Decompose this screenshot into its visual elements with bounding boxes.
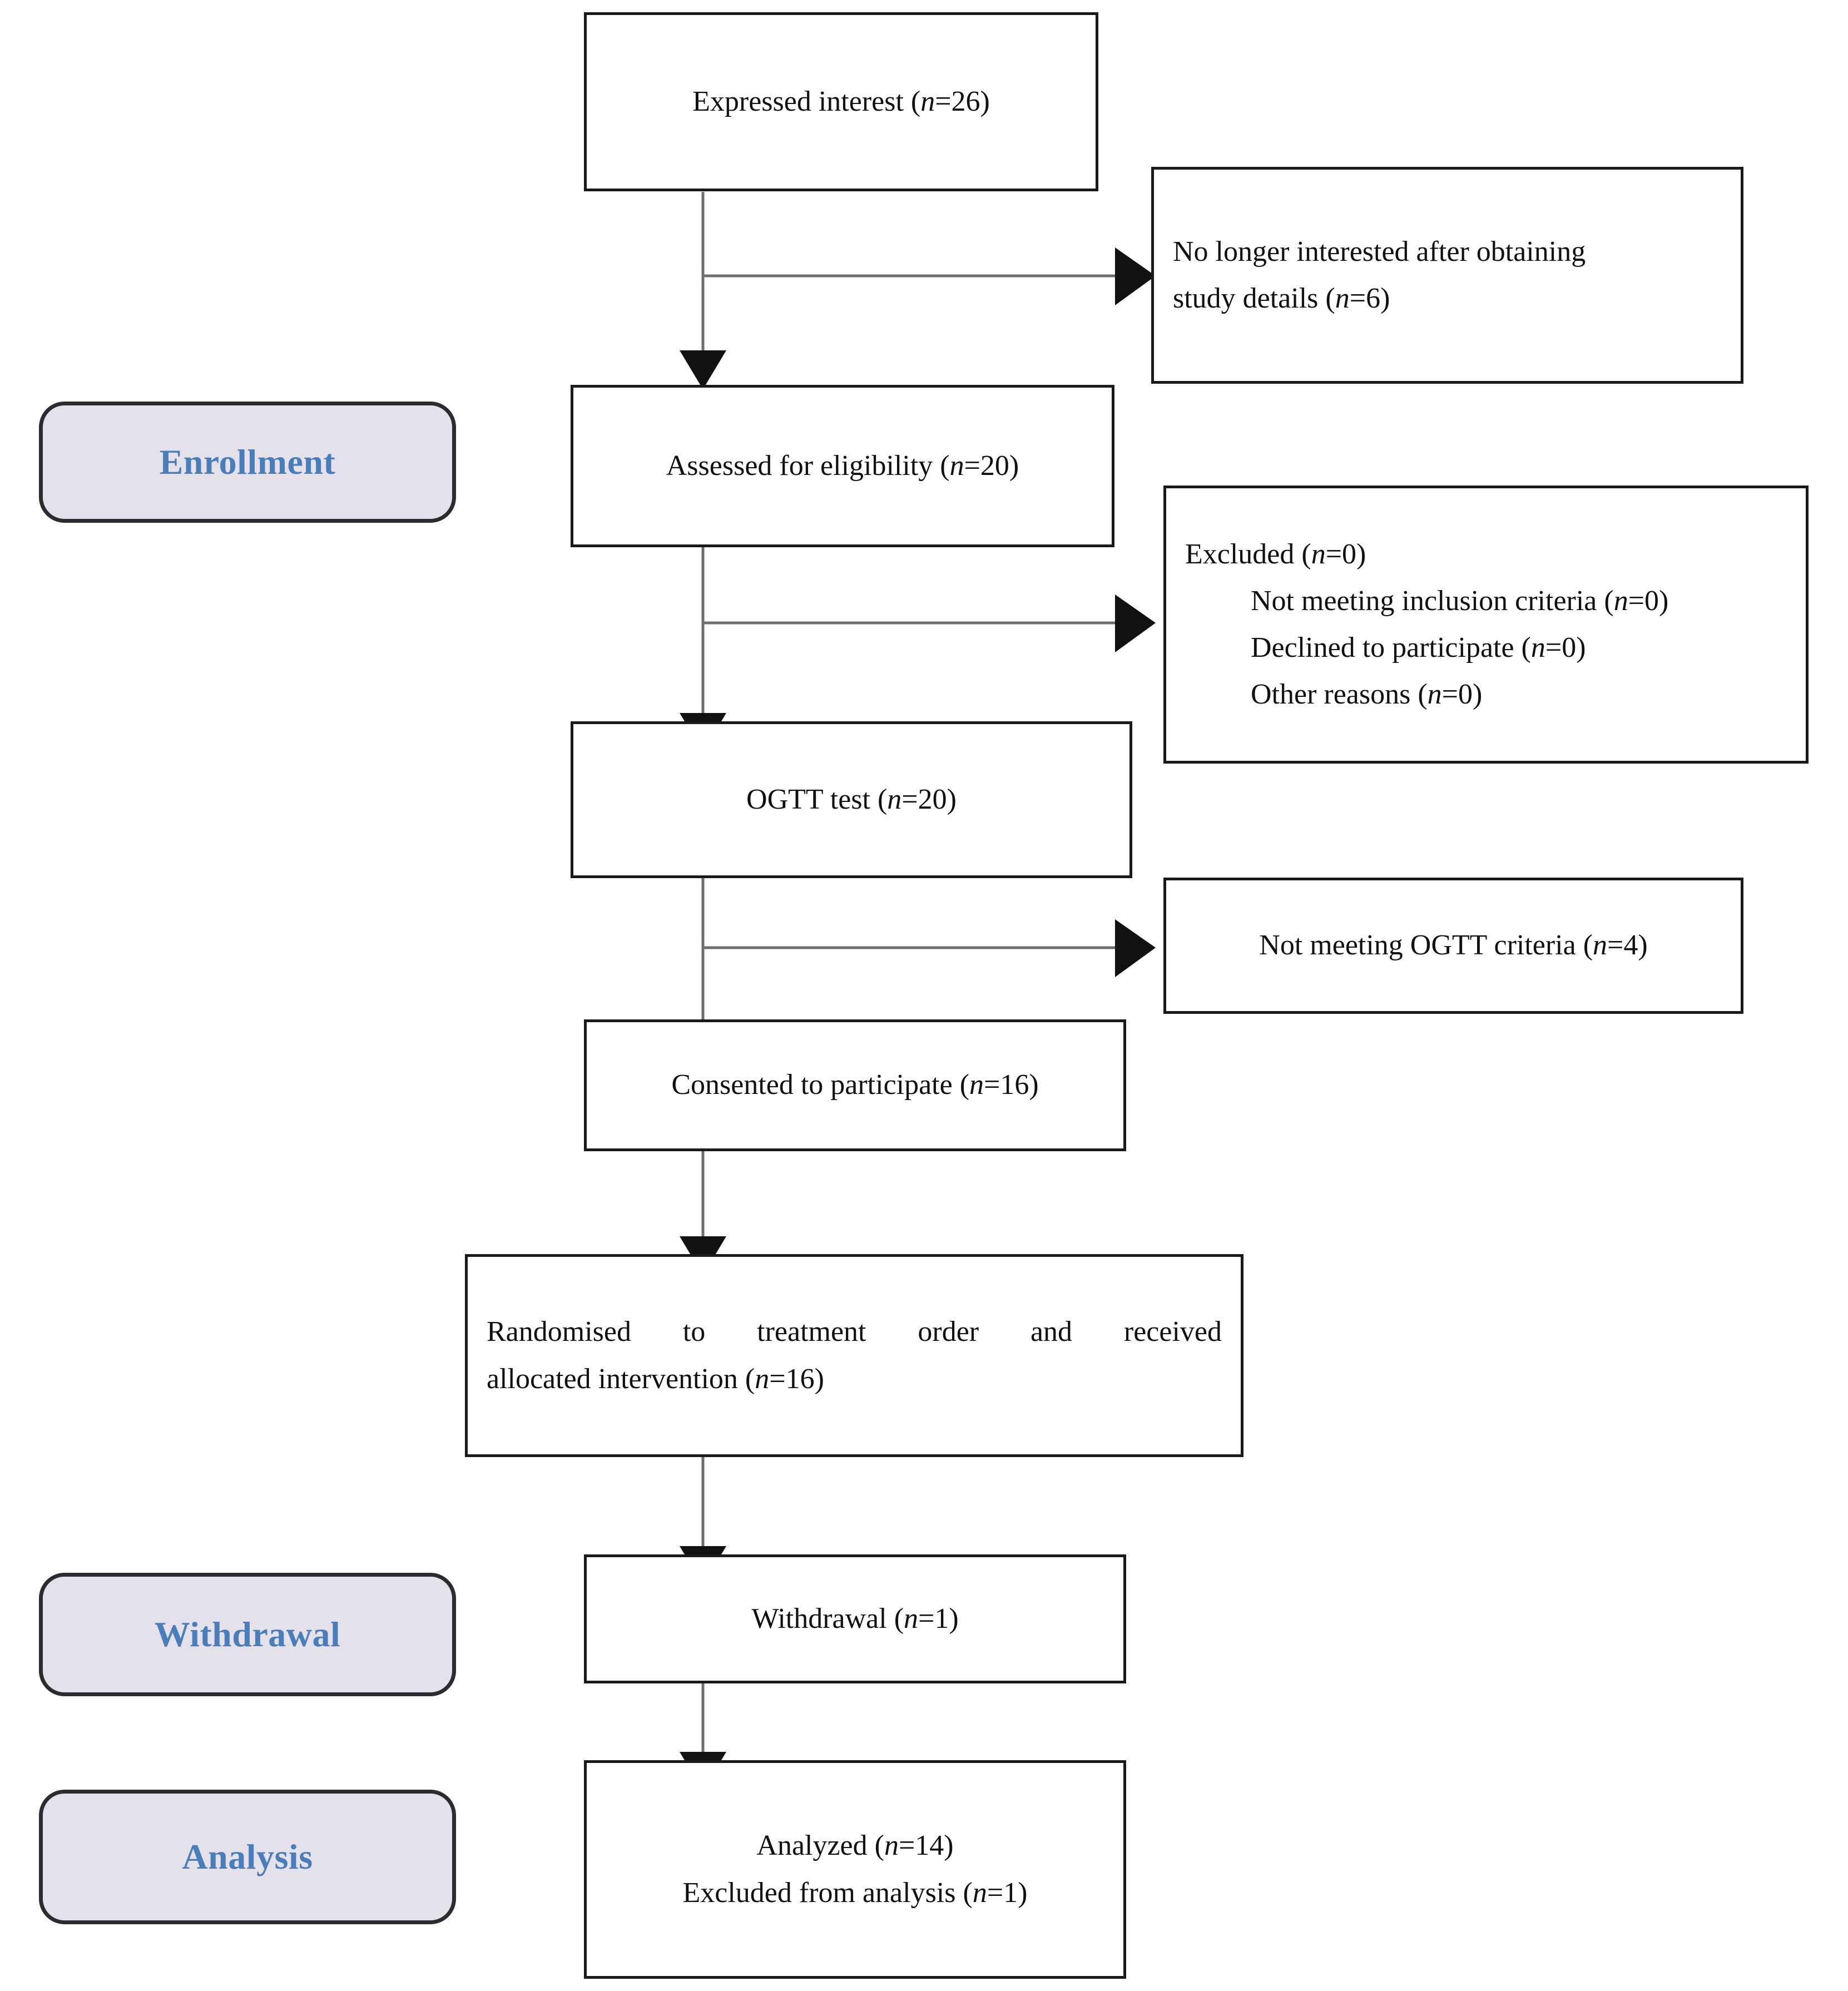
stage-label-analysis: Analysis <box>39 1790 456 1924</box>
box-expressed-interest-n-value: =26) <box>935 85 990 117</box>
arrowhead-right-1 <box>1115 247 1156 305</box>
arrowhead-right-3 <box>1115 919 1156 977</box>
box-excluded-item-0: Not meeting inclusion criteria (n=0) <box>1185 578 1787 625</box>
box-randomised-line1: Randomised to treatment order and receiv… <box>487 1316 1222 1348</box>
box-excluded-item-0-post: =0) <box>1628 585 1669 617</box>
box-expressed-interest-n-symbol: n <box>920 85 935 117</box>
box-excluded-item-1-post: =0) <box>1545 632 1586 663</box>
box-randomised: Randomised to treatment order and receiv… <box>465 1254 1243 1457</box>
box-analysis-line2-n: n <box>972 1876 987 1909</box>
stage-label-analysis-text: Analysis <box>182 1837 313 1876</box>
box-consented-text-pre: Consented to participate ( <box>671 1069 970 1101</box>
box-excluded-item-1-pre: Declined to participate ( <box>1251 632 1531 663</box>
box-excluded-item-2-n: n <box>1427 678 1442 711</box>
box-excluded-item-1: Declined to participate (n=0) <box>1185 625 1787 671</box>
box-no-longer-interested-line2-post: =6) <box>1349 283 1390 314</box>
box-ogtt-test-n-value: =20) <box>901 783 957 815</box>
stage-label-enrollment-text: Enrollment <box>159 442 336 482</box>
box-excluded-item-1-n: n <box>1530 632 1545 663</box>
box-assessed-eligibility: Assessed for eligibility (n=20) <box>571 385 1114 547</box>
box-no-longer-interested: No longer interested after obtaining stu… <box>1151 167 1743 384</box>
box-analysis-line1-n: n <box>884 1830 899 1862</box>
box-withdrawal: Withdrawal (n=1) <box>584 1554 1126 1683</box>
stage-label-enrollment: Enrollment <box>39 402 456 523</box>
box-ogtt-test-n-symbol: n <box>887 783 902 815</box>
box-expressed-interest: Expressed interest (n=26) <box>584 12 1098 191</box>
box-consented-n-value: =16) <box>984 1069 1039 1101</box>
box-assessed-eligibility-n-value: =20) <box>964 449 1019 482</box>
box-randomised-line2-pre: allocated intervention ( <box>487 1363 755 1395</box>
box-analysis-line2: Excluded from analysis (n=1) <box>606 1870 1104 1916</box>
box-excluded-heading: Excluded (n=0) <box>1185 531 1787 578</box>
box-withdrawal-text-pre: Withdrawal ( <box>751 1602 904 1635</box>
box-randomised-n-symbol: n <box>755 1363 770 1395</box>
box-excluded-item-2-pre: Other reasons ( <box>1251 678 1428 711</box>
box-not-meeting-ogtt-pre: Not meeting OGTT criteria ( <box>1259 929 1593 962</box>
box-analysis-line2-pre: Excluded from analysis ( <box>682 1876 973 1909</box>
box-assessed-eligibility-n-symbol: n <box>949 449 964 482</box>
box-consented-n-symbol: n <box>969 1069 984 1101</box>
box-excluded: Excluded (n=0) Not meeting inclusion cri… <box>1163 486 1809 764</box>
box-analysis-line1: Analyzed (n=14) <box>606 1822 1104 1869</box>
box-excluded-heading-post: =0) <box>1325 538 1366 570</box>
box-no-longer-interested-line1: No longer interested after obtaining <box>1173 235 1586 268</box>
box-no-longer-interested-line2-pre: study details ( <box>1173 283 1335 314</box>
box-no-longer-interested-n-symbol: n <box>1335 283 1350 314</box>
box-excluded-item-2: Other reasons (n=0) <box>1185 671 1787 718</box>
box-not-meeting-ogtt-post: =4) <box>1607 929 1648 962</box>
box-assessed-eligibility-text-pre: Assessed for eligibility ( <box>666 449 950 482</box>
box-ogtt-test: OGTT test (n=20) <box>571 721 1132 878</box>
box-excluded-heading-n: n <box>1311 538 1326 570</box>
arrowhead-down-1 <box>680 350 726 389</box>
box-excluded-heading-pre: Excluded ( <box>1185 538 1311 570</box>
box-withdrawal-n-value: =1) <box>918 1602 959 1635</box>
arrowhead-right-2 <box>1115 595 1156 652</box>
box-consented: Consented to participate (n=16) <box>584 1019 1126 1151</box>
stage-label-withdrawal: Withdrawal <box>39 1573 456 1696</box>
box-excluded-item-0-n: n <box>1613 585 1628 617</box>
box-not-meeting-ogtt: Not meeting OGTT criteria (n=4) <box>1163 878 1743 1014</box>
box-excluded-item-2-post: =0) <box>1441 678 1483 711</box>
box-not-meeting-ogtt-n-symbol: n <box>1593 929 1608 962</box>
stage-label-withdrawal-text: Withdrawal <box>154 1614 341 1654</box>
box-analysis: Analyzed (n=14) Excluded from analysis (… <box>584 1760 1126 1979</box>
box-randomised-line2: allocated intervention (n=16) <box>487 1356 1222 1403</box>
box-withdrawal-n-symbol: n <box>904 1602 919 1635</box>
box-randomised-line2-post: =16) <box>769 1363 824 1395</box>
box-analysis-line2-post: =1) <box>987 1876 1028 1909</box>
box-excluded-item-0-pre: Not meeting inclusion criteria ( <box>1251 585 1614 617</box>
box-no-longer-interested-line2: study details (n=6) <box>1173 275 1722 322</box>
box-ogtt-test-text-pre: OGTT test ( <box>746 783 888 815</box>
box-expressed-interest-text-pre: Expressed interest ( <box>692 85 921 117</box>
box-analysis-line1-pre: Analyzed ( <box>756 1830 884 1862</box>
box-analysis-line1-post: =14) <box>898 1830 954 1862</box>
